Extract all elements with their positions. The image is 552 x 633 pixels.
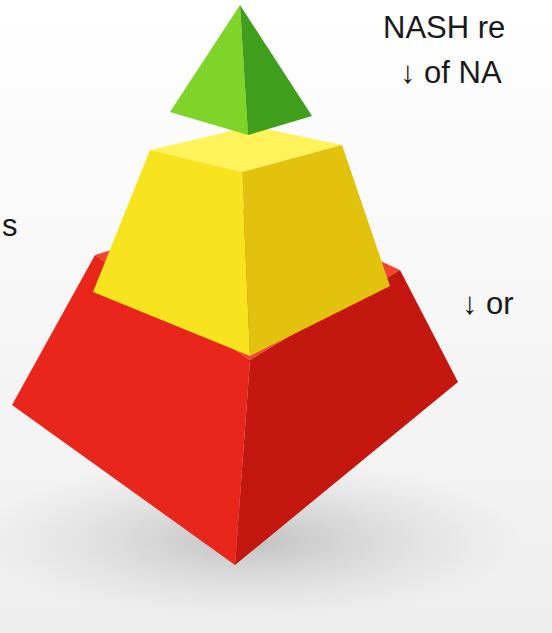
slide-text: NASH re	[383, 10, 505, 46]
green-tip	[170, 5, 312, 135]
slide-text: ↓ of NA	[400, 55, 502, 91]
slide-text: s	[2, 208, 18, 244]
slide-text: ↓ or	[462, 286, 514, 322]
yellow-tier	[93, 126, 390, 356]
